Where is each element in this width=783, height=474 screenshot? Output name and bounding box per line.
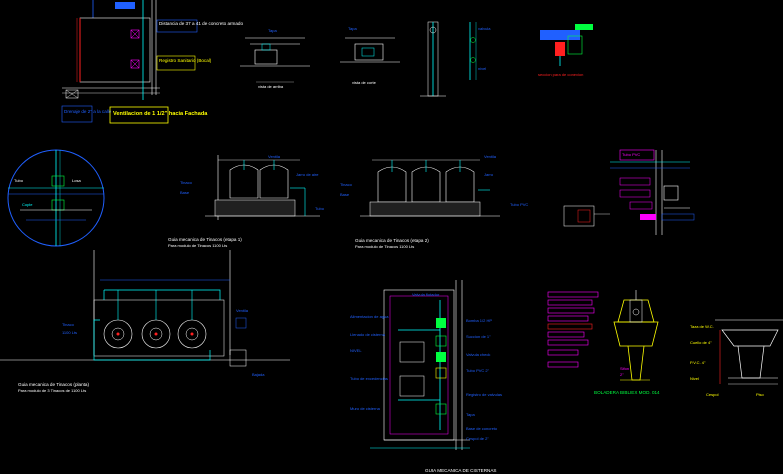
distance-note: Distancia de 37 a 41 de concreto armado [159, 21, 243, 26]
phase1-title: Guia mecanica de Tinacos (etapa 1) [168, 237, 242, 242]
svg-text:Tapa: Tapa [466, 412, 475, 417]
svg-text:Bajada: Bajada [252, 372, 265, 377]
detail-tinacos-phase2: Tinaco Base Ventila Jarro Tubo PVC Guia … [340, 154, 528, 249]
svg-text:Jarro de aire: Jarro de aire [296, 172, 319, 177]
detail-cistern: Valvula flotador Alimentacion de agua Ll… [350, 280, 502, 473]
svg-text:Ventila: Ventila [268, 154, 281, 159]
detail-small-section-1: Tapa vista de arriba [240, 28, 310, 89]
svg-text:vista de corte: vista de corte [352, 80, 377, 85]
detail-circle-zoom: Tubo Losa Cople [7, 149, 105, 247]
svg-text:Tinaco: Tinaco [340, 182, 353, 187]
svg-text:Tubo: Tubo [14, 178, 24, 183]
cistern-fill-line: Llenado de cisterna [350, 332, 386, 337]
detail-small-section-2: Tapa vista de corte [340, 26, 400, 85]
drain-pipe-label: Drenaje de 2" a la calle [64, 109, 112, 114]
svg-text:Cople: Cople [22, 202, 33, 207]
svg-text:Tapa: Tapa [268, 28, 277, 33]
svg-text:2": 2" [620, 372, 624, 377]
cistern-water-feed: Alimentacion de agua [350, 314, 389, 319]
detail-connection: seccion para de conexion [538, 24, 593, 77]
svg-text:Base: Base [340, 192, 350, 197]
cistern-float-valve: Valvula flotador [412, 292, 440, 297]
svg-text:Tapa: Tapa [348, 26, 357, 31]
cistern-base: Base de concreto [466, 426, 498, 431]
cistern-overflow: Tubo de excedencias [350, 376, 388, 381]
phase2-subtitle: Para modulo de Tinacos 1100 Lts [355, 244, 414, 249]
view-top-label-1: vista de arriba [258, 84, 284, 89]
svg-text:Tubo: Tubo [315, 206, 325, 211]
svg-text:Tubo PVC: Tubo PVC [510, 202, 528, 207]
detail-tinacos-phase1: Tinaco Base Ventila Jarro de aire Tubo G… [168, 154, 325, 248]
detail-vertical-pipe: valvula nivel [420, 21, 491, 97]
ventilation-label: Ventilacion de 1 1/2" hacia Fachada [113, 111, 208, 117]
plan-title: Guia mecanica de Tinacos (planta) [18, 382, 89, 387]
cistern-pipe: Tubo PVC 2" [466, 368, 490, 373]
wc-label: Taza de W.C. [690, 324, 714, 329]
svg-text:P.V.C. 4": P.V.C. 4" [690, 360, 706, 365]
svg-text:Cuello de 4": Cuello de 4" [690, 340, 712, 345]
detail-register-wall: Distancia de 37 a 41 de concreto armado … [61, 0, 243, 124]
svg-text:Losa: Losa [72, 178, 81, 183]
svg-text:Jarro: Jarro [484, 172, 494, 177]
cistern-register: Registro de valvulas [466, 392, 502, 397]
section-connection-label: seccion para de conexion [538, 72, 583, 77]
cistern-check-valve: Valvula check [466, 352, 490, 357]
cistern-pump: Bomba 1/2 HP [466, 318, 492, 323]
svg-text:Sifon: Sifon [620, 366, 629, 371]
cistern-level: NIVEL [350, 348, 362, 353]
svg-text:Ventila: Ventila [236, 308, 249, 313]
svg-text:nivel: nivel [478, 66, 486, 71]
svg-text:Tinaco: Tinaco [180, 180, 193, 185]
svg-text:1100 Lts: 1100 Lts [62, 330, 77, 335]
cistern-tape-drain: Cespol de 2" [466, 436, 489, 441]
cistern-wall: Muro de cisterna [350, 406, 381, 411]
svg-text:Cespol: Cespol [706, 392, 719, 397]
phase1-subtitle: Para modulo de Tinacos 1100 Lts [168, 243, 227, 248]
svg-text:Piso: Piso [756, 392, 765, 397]
cistern-suction: Succion de 1" [466, 334, 491, 339]
phase2-title: Guia mecanica de Tinacos (etapa 2) [355, 238, 429, 243]
svg-text:valvula: valvula [478, 26, 491, 31]
detail-wc: Taza de W.C. Cuello de 4" P.V.C. 4" Nive… [690, 319, 783, 397]
svg-text:Nivel: Nivel [690, 376, 699, 381]
cistern-title: GUIA MECANICA DE CISTERNAS [425, 468, 496, 473]
svg-text:Base: Base [180, 190, 190, 195]
svg-text:Tinaco: Tinaco [62, 322, 75, 327]
register-label: Registro Sanitario (Bocal) [159, 58, 212, 63]
svg-text:Tubo PVC: Tubo PVC [622, 152, 640, 157]
detail-boladera: Sifon 2" BOLADERA BIBLIEX MOD. 014 [547, 290, 660, 395]
boladera-title: BOLADERA BIBLIEX MOD. 014 [594, 390, 660, 395]
detail-tinacos-plan: Tinaco 1100 Lts Ventila Bajada Guia meca… [0, 250, 290, 393]
svg-text:Ventila: Ventila [484, 154, 497, 159]
detail-bathroom-section: Tubo PVC [563, 149, 695, 235]
plan-subtitle: Para modulo de 3 Tinacos de 1100 Lts [18, 388, 86, 393]
